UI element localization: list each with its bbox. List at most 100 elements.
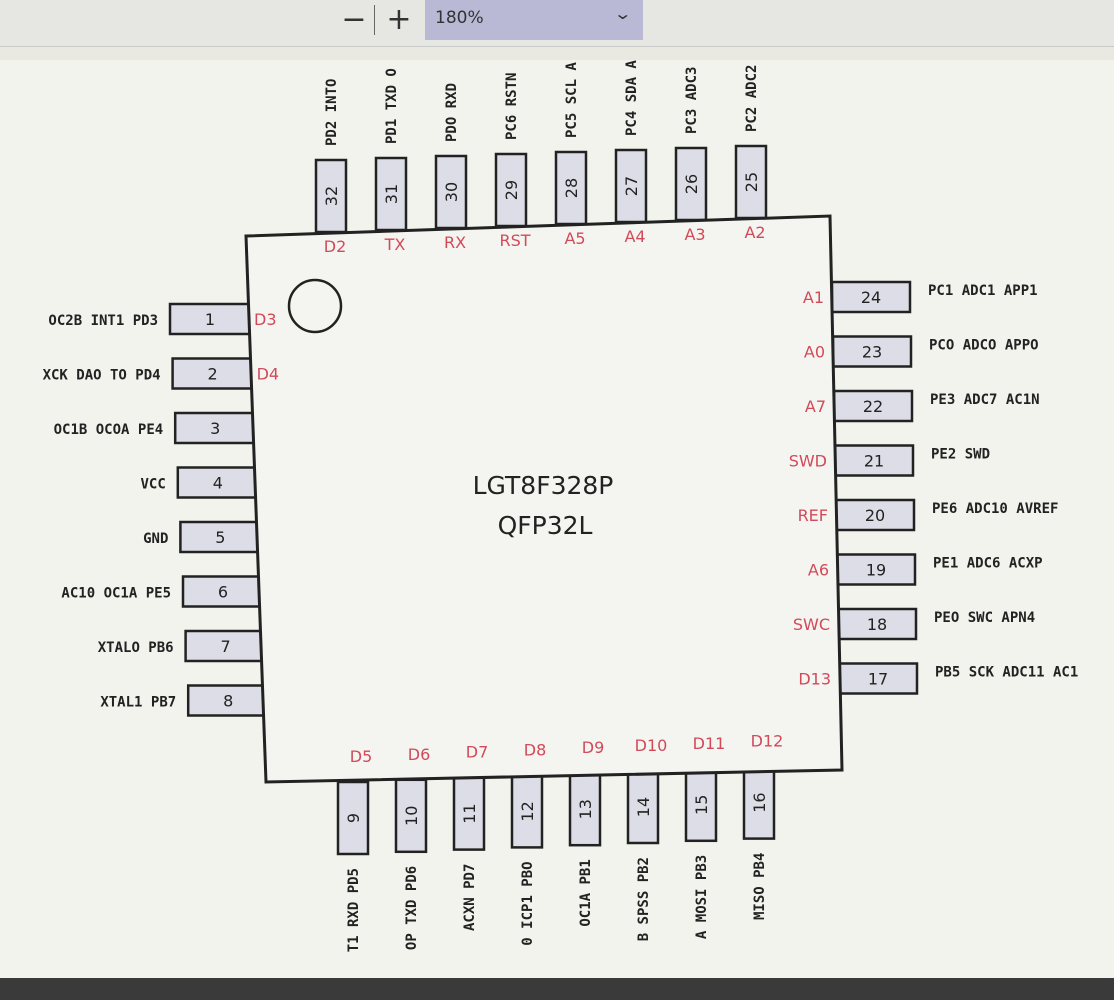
pin-25-function: PC2 ADC2 xyxy=(744,65,760,132)
pin-31-function: PD1 TXD O xyxy=(384,68,400,144)
pin-26-number: 26 xyxy=(682,174,701,194)
pin-14-box xyxy=(626,769,660,845)
pin-10-number: 10 xyxy=(402,806,421,826)
pin-4-function: VCC xyxy=(141,477,166,493)
pin-12-function: 0 ICP1 PBO xyxy=(520,861,536,945)
pin-24-alias: A1 xyxy=(803,288,824,307)
pin-10-alias: D6 xyxy=(408,745,431,764)
pin-8-function: XTAL1 PB7 xyxy=(100,695,176,711)
pin-18-number: 18 xyxy=(867,615,887,634)
pin-21-number: 21 xyxy=(864,452,884,471)
pin-1-function: OC2B INT1 PD3 xyxy=(48,313,158,329)
pin-17-box xyxy=(837,662,919,695)
pin-25-number: 25 xyxy=(742,172,761,192)
pin-16-alias: D12 xyxy=(751,732,784,751)
pin-7-number: 7 xyxy=(221,637,231,656)
pin-29-function: PC6 RSTN xyxy=(504,73,520,140)
pin-1-alias: D3 xyxy=(254,310,277,329)
zoom-in-button[interactable]: + xyxy=(381,2,417,38)
pin-21-function: PE2 SWD xyxy=(931,447,990,463)
pin-15-function: A MOSI PB3 xyxy=(694,855,710,939)
pin-24-number: 24 xyxy=(861,288,881,307)
pin-9-number: 9 xyxy=(344,813,363,823)
pin-3-box xyxy=(173,411,257,445)
pin-28-alias: A5 xyxy=(564,229,585,248)
pin-22-number: 22 xyxy=(863,397,883,416)
pin-11-function: ACXN PD7 xyxy=(462,864,478,931)
pin-26-alias: A3 xyxy=(684,225,705,244)
pin-14-alias: D10 xyxy=(635,736,668,755)
pin-9-box xyxy=(336,780,370,856)
pin-22-alias: A7 xyxy=(805,397,826,416)
zoom-out-button[interactable]: − xyxy=(336,2,372,38)
pin-5-function: GND xyxy=(143,531,168,547)
pin-16-box xyxy=(742,765,776,840)
pin-17-number: 17 xyxy=(868,670,888,689)
zoom-level-value: 180% xyxy=(435,8,484,28)
pin-32-box xyxy=(314,158,348,234)
pin-14-number: 14 xyxy=(634,797,653,817)
zoom-level-select[interactable]: 180% ⌄ xyxy=(425,0,643,40)
chip-package: QFP32L xyxy=(498,511,593,540)
pin-23-alias: A0 xyxy=(804,343,825,362)
pin-4-number: 4 xyxy=(213,474,223,493)
pin-17-function: PB5 SCK ADC11 AC1 xyxy=(935,665,1078,681)
pin-15-number: 15 xyxy=(692,795,711,815)
pin-18-box xyxy=(836,607,918,641)
pin-2-box xyxy=(171,357,254,390)
pin-13-number: 13 xyxy=(576,799,595,819)
pin-13-alias: D9 xyxy=(582,738,605,757)
pin-29-number: 29 xyxy=(502,180,521,200)
pin-18-function: PEO SWC APN4 xyxy=(934,610,1035,626)
pin-24-function: PC1 ADC1 APP1 xyxy=(928,283,1038,299)
pin-30-number: 30 xyxy=(442,182,461,202)
pin-14-function: B SPSS PB2 xyxy=(636,857,652,941)
pin-31-number: 31 xyxy=(382,184,401,204)
pin-22-function: PE3 ADC7 AC1N xyxy=(930,392,1040,408)
pin-13-box xyxy=(568,771,602,847)
chevron-down-icon: ⌄ xyxy=(612,4,632,23)
pin-10-function: OP TXD PD6 xyxy=(404,866,420,950)
pin-5-box xyxy=(179,520,262,554)
pin-23-function: PCO ADCO APPO xyxy=(929,338,1039,354)
pin-9-function: T1 RXD PD5 xyxy=(346,868,362,952)
pin-15-alias: D11 xyxy=(693,734,726,753)
pin-7-box xyxy=(184,629,267,663)
pin-11-box xyxy=(452,776,486,851)
bottom-bezel xyxy=(0,978,1114,1000)
toolbar-divider xyxy=(374,5,375,35)
pin-19-number: 19 xyxy=(866,561,886,580)
pin-30-function: PDO RXD xyxy=(444,83,460,142)
pin-25-box xyxy=(734,144,768,220)
pin-1-number: 1 xyxy=(205,310,215,329)
pin-28-function: PC5 SCL A xyxy=(564,62,580,138)
pin-8-box xyxy=(186,684,270,717)
chip-body xyxy=(244,214,844,784)
pin-17-alias: D13 xyxy=(798,670,831,689)
pin-16-number: 16 xyxy=(750,792,769,812)
pin-27-alias: A4 xyxy=(624,227,645,246)
pin-31-box xyxy=(374,156,408,232)
pin-6-number: 6 xyxy=(218,583,228,602)
pin-28-number: 28 xyxy=(562,178,581,198)
pin-32-alias: D2 xyxy=(324,237,347,256)
pin-10-box xyxy=(394,778,428,854)
pin-27-number: 27 xyxy=(622,176,641,196)
pin-6-function: AC10 OC1A PE5 xyxy=(61,586,171,602)
pin-11-alias: D7 xyxy=(466,743,489,762)
pin-2-function: XCK DAO TO PD4 xyxy=(43,368,161,384)
pin-30-alias: RX xyxy=(444,233,466,252)
pin-3-number: 3 xyxy=(210,419,220,438)
pin-2-alias: D4 xyxy=(257,365,280,384)
pin-12-number: 12 xyxy=(518,801,537,821)
pin-20-function: PE6 ADC10 AVREF xyxy=(932,501,1058,517)
pin-32-number: 32 xyxy=(322,186,341,206)
pin-5-number: 5 xyxy=(215,528,225,547)
pin-21-box xyxy=(833,444,915,477)
pin-31-alias: TX xyxy=(384,235,406,254)
pin-19-function: PE1 ADC6 ACXP xyxy=(933,556,1043,572)
pin-18-alias: SWC xyxy=(793,615,830,634)
pin-25-alias: A2 xyxy=(744,223,765,242)
pin-26-function: PC3 ADC3 xyxy=(684,67,700,134)
pin-26-box xyxy=(674,146,708,222)
